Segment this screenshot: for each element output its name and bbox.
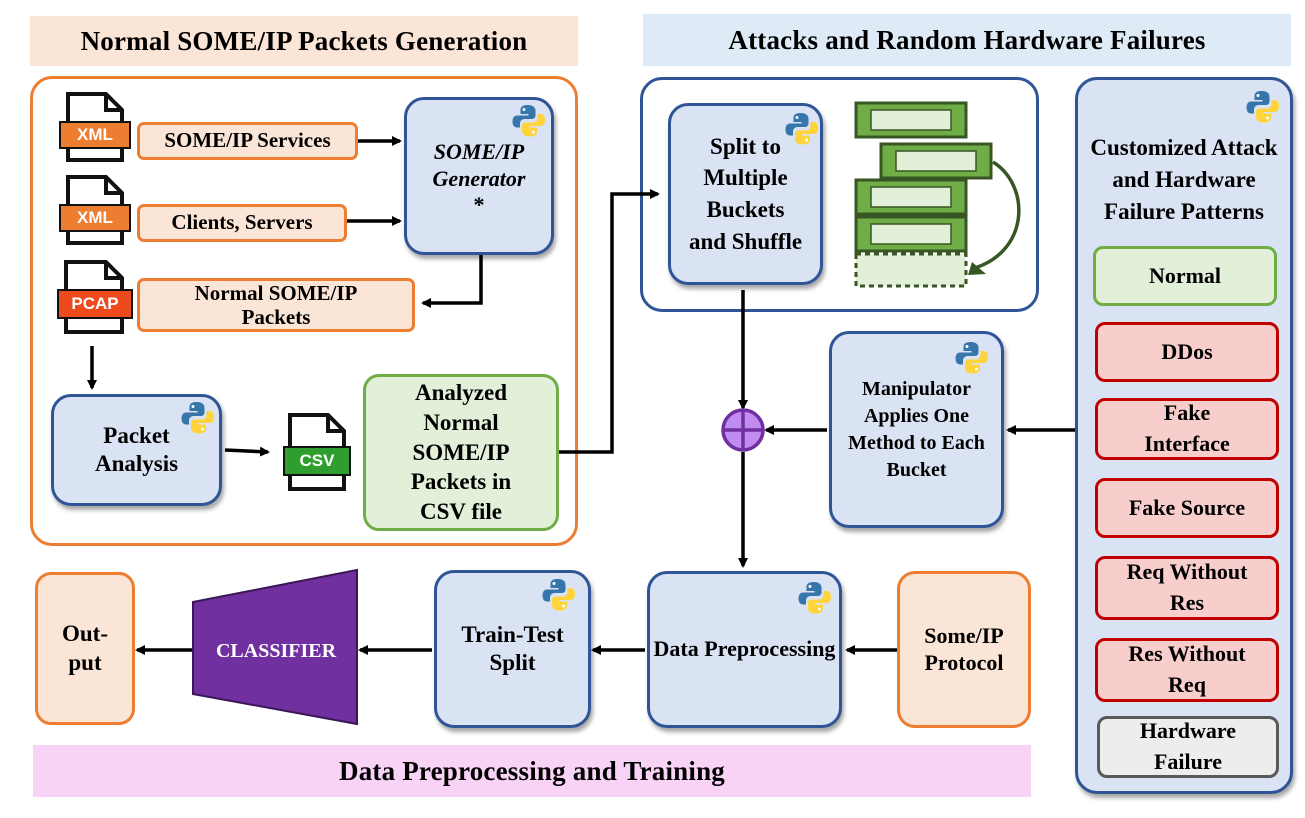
python-icon-generator [512,105,545,137]
pattern-fake-interface: Fake Interface [1095,398,1279,460]
someip-generator-asterisk: * [473,192,485,218]
normal-packets-box: Normal SOME/IP Packets [137,278,415,332]
training-section-title: Data Preprocessing and Training [33,745,1031,797]
python-icon-packet-analysis [181,402,214,434]
pattern-normal: Normal [1093,246,1277,306]
someip-generator-label: SOME/IP Generator [432,138,526,191]
xml-file-icon-2: XML [58,175,132,245]
output-box: Out-put [35,572,135,725]
merge-node-icon [721,408,765,452]
data-preprocessing-box: Data Preprocessing [647,571,842,728]
pattern-ddos: DDos [1095,322,1279,382]
xml-file-icon-1: XML [58,92,132,162]
arrow-csv-to-split [559,189,660,454]
python-icon-preprocessing [798,582,831,614]
arrow-analysis-to-csv [224,446,270,457]
arrow-generator-to-packets [421,255,483,308]
manipulator-box: Manipulator Applies One Method to Each B… [829,331,1004,528]
python-icon-manipulator [955,342,988,374]
patterns-title: Customized Attack and Hardware Failure P… [1090,135,1278,224]
pcap-file-label: PCAP [71,294,119,313]
xml-file-label-1: XML [77,125,113,144]
attacks-section-title: Attacks and Random Hardware Failures [643,14,1291,66]
python-icon-split [785,113,818,145]
generation-section-title: Normal SOME/IP Packets Generation [30,16,578,66]
pattern-res-without-req: Res Without Req [1095,638,1279,702]
generation-group-frame [30,76,578,546]
python-icon-patterns [1246,91,1279,123]
pattern-fake-source: Fake Source [1095,478,1279,538]
packet-analysis-box: Packet Analysis [51,394,222,506]
classifier-label: CLASSIFIER [216,640,337,662]
someip-protocol-box: Some/IP Protocol [897,571,1031,728]
bucket-stack-icon [854,101,1021,288]
classifier-shape [192,568,358,726]
pattern-hardware-failure: Hardware Failure [1097,716,1279,778]
csv-file-icon: CSV [280,413,354,491]
pcap-file-icon: PCAP [56,260,134,334]
clients-servers-box: Clients, Servers [137,204,347,242]
someip-services-box: SOME/IP Services [137,122,358,160]
pattern-req-without-res: Req Without Res [1095,556,1279,620]
csv-file-label: CSV [299,451,335,470]
xml-file-label-2: XML [77,208,113,227]
analyzed-csv-box: Analyzed Normal SOME/IP Packets in CSV f… [363,374,559,531]
python-icon-train-test [542,579,575,611]
